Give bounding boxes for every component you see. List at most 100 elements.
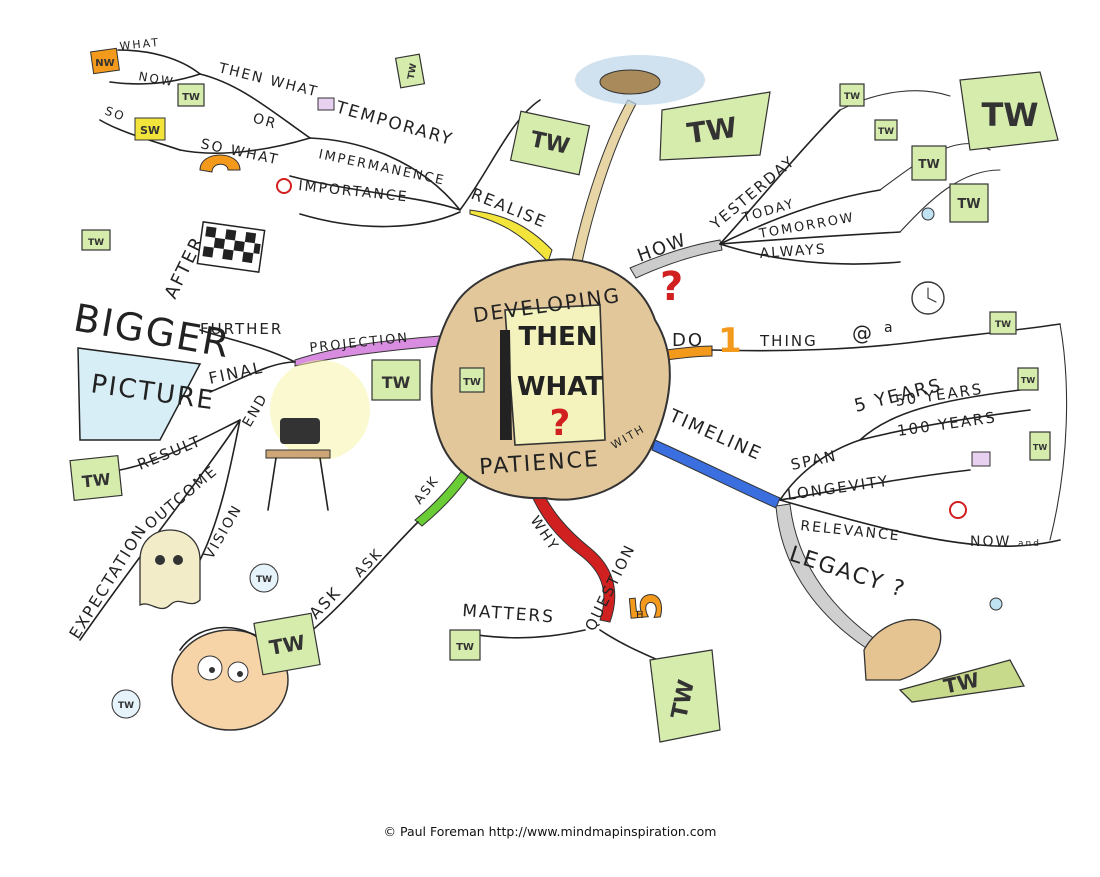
svg-text:TW: TW: [256, 575, 272, 585]
svg-text:?: ?: [550, 403, 571, 444]
temporary-label: TEMPORARY: [333, 97, 456, 150]
svg-text:TW: TW: [941, 668, 981, 699]
one-digit: 1: [718, 321, 742, 361]
nw-note: [90, 47, 120, 75]
tw-note-right-1: TW: [839, 83, 865, 107]
then-what-label: THEN WHAT: [216, 60, 320, 101]
now-label: NOW: [137, 69, 175, 89]
then-what-card: [504, 304, 606, 446]
span-label: SPAN: [789, 447, 839, 474]
tw-note-legacy: TW: [898, 659, 1026, 703]
sw-note: [134, 117, 166, 141]
top-left-cluster: WHAT NW NOW THEN WHAT OR SO SW SO WHAT T…: [90, 36, 591, 232]
tw-note-realise: TW: [509, 110, 591, 176]
thing-label: THING: [759, 332, 818, 350]
tw-note-dangling: TW: [394, 53, 426, 89]
bottom-cluster: ASK ASK ASK TW TW TW WHY MATTERS QUESTIO…: [111, 473, 721, 743]
importance-label: IMPORTANCE: [298, 178, 410, 205]
tw-note-do-1: TW: [989, 311, 1017, 335]
tw-note-top: TW: [659, 91, 771, 161]
spoon-bowl: [599, 69, 661, 95]
tw-note-do-3: TW: [1029, 431, 1051, 461]
svg-text:TW: TW: [918, 157, 939, 171]
top-spoon-cluster: TW: [575, 55, 771, 161]
svg-text:TW: TW: [118, 701, 134, 711]
boot-icon: [863, 618, 942, 681]
picture-frame: [77, 347, 202, 441]
and-label: and: [1018, 539, 1041, 549]
svg-text:TW: TW: [456, 642, 474, 653]
tw-bubble-small: TW: [249, 563, 279, 593]
mint-icon-right: [989, 597, 1003, 611]
svg-text:TW: TW: [182, 92, 200, 103]
envelope-icon-right: [971, 451, 991, 467]
svg-text:TW: TW: [981, 96, 1038, 134]
svg-text:TW: TW: [1033, 443, 1047, 452]
red-question-icon: ?: [660, 264, 683, 310]
center-note: TW: [459, 367, 485, 393]
tw-note-projection: TW: [371, 359, 421, 401]
longevity-label: LONGEVITY: [786, 472, 890, 504]
so-label: SO: [103, 104, 128, 124]
projector-icon: [265, 360, 370, 511]
a-label: a: [884, 320, 895, 336]
tw-note-matters: TW: [449, 629, 481, 661]
question-hook-icon: [199, 154, 241, 173]
right-cluster: HOW ? YESTERDAY TODAY TOMORROW ALWAYS TW…: [635, 71, 1059, 703]
svg-text:TW: TW: [382, 373, 411, 392]
expectation-label: EXPECTATION: [65, 521, 151, 642]
svg-text:TW: TW: [878, 127, 894, 137]
matters-label: MATTERS: [462, 601, 556, 627]
tw-note-right-2: TW: [874, 119, 898, 141]
h-label: H: [636, 610, 646, 621]
do-label: DO: [672, 330, 704, 351]
svg-text:TW: TW: [995, 320, 1011, 330]
peppermint-icon-right: [949, 501, 967, 519]
now-label-right: NOW: [970, 534, 1011, 550]
vision-label: VISION: [202, 502, 246, 562]
five-digit: 5: [621, 590, 672, 623]
peppermint-icon: [276, 178, 292, 194]
further-label: FURTHER: [200, 320, 283, 338]
hundred-years-label: 100 YEARS: [896, 408, 998, 440]
tw-note-left-top: TW: [81, 229, 111, 251]
ask-label-2: ASK: [351, 545, 386, 580]
ghost-icon: [139, 529, 201, 610]
envelope-icon: [317, 97, 335, 111]
nw-label: NW: [95, 58, 114, 69]
tw-bubble-left: TW: [111, 689, 141, 719]
card-then: THEN: [518, 322, 597, 352]
relevance-label: RELEVANCE: [800, 518, 902, 544]
tw-note-face: TW: [253, 612, 321, 676]
outcome-label: OUTCOME: [141, 462, 221, 533]
svg-text:TW: TW: [957, 197, 980, 212]
svg-text:TW: TW: [844, 92, 860, 102]
at-sign: @: [852, 321, 874, 345]
sw-label: SW: [140, 124, 160, 137]
tw-note-right-4: TW: [949, 183, 989, 223]
svg-text:TW: TW: [463, 377, 481, 388]
always-label: ALWAYS: [759, 241, 827, 262]
svg-text:TW: TW: [81, 470, 112, 492]
what-label: WHAT: [119, 36, 161, 53]
card-what: WHAT: [517, 372, 604, 402]
svg-text:TW: TW: [685, 111, 739, 151]
svg-text:TW: TW: [1021, 376, 1035, 385]
checkered-flag-icon: [196, 221, 266, 273]
svg-text:TW: TW: [88, 238, 104, 248]
tw-note-small-top: TW: [177, 83, 205, 107]
tw-note-book: TW: [649, 649, 721, 743]
end-label: END: [240, 391, 272, 430]
svg-text:TW: TW: [407, 63, 420, 81]
tw-note-expectation: TW: [69, 454, 123, 502]
tw-note-do-2: TW: [1017, 367, 1039, 391]
tw-note-right-3: TW: [911, 145, 947, 181]
copyright-credit: © Paul Foreman http://www.mindmapinspira…: [383, 824, 717, 839]
tw-note-right-big: TW: [959, 71, 1059, 151]
left-cluster: AFTER BIGGER FURTHER PICTURE FINAL PROJE…: [65, 221, 421, 642]
clock-icon: [911, 281, 945, 315]
mint-icon: [921, 207, 935, 221]
or-label: OR: [251, 110, 279, 132]
central-node: THEN WHAT ? DEVELOPING PATIENCE WITH TW: [430, 258, 671, 501]
